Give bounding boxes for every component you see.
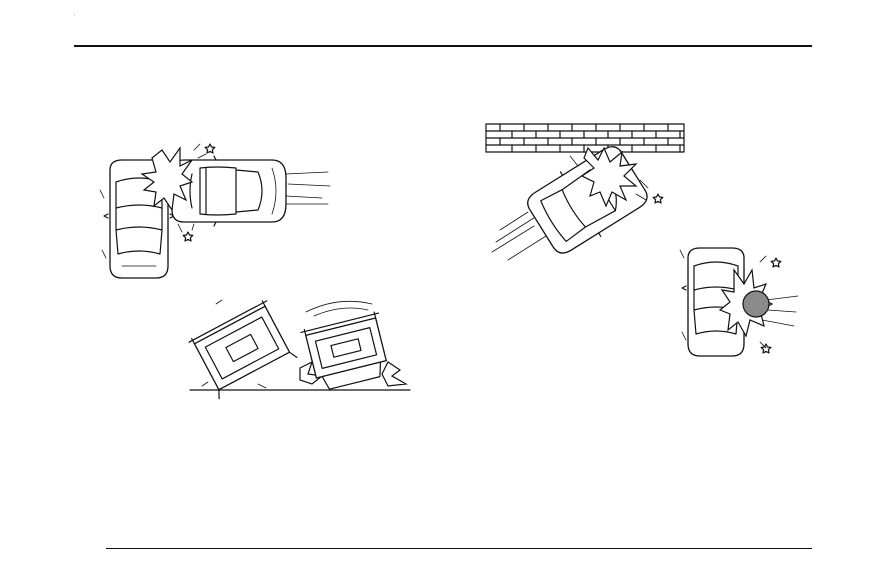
side-collision-icon xyxy=(96,138,336,286)
header-rule xyxy=(74,45,812,47)
footer-rule xyxy=(106,548,812,549)
pole-collision-icon xyxy=(676,240,798,362)
rollover-icon xyxy=(188,296,414,392)
page-corner-mark xyxy=(74,14,75,15)
frontal-wall-collision-icon xyxy=(486,122,688,268)
